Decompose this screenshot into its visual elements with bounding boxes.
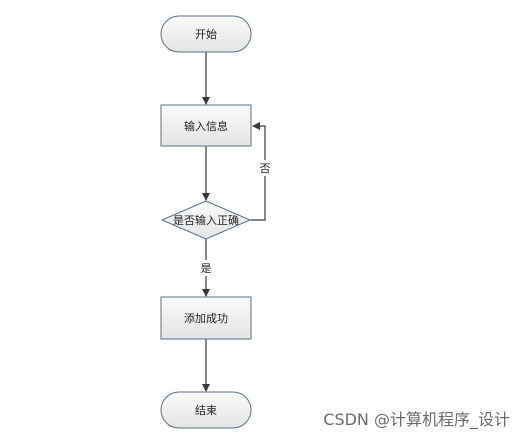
decision-node-label: 是否输入正确: [173, 213, 239, 227]
start-node: 开始: [160, 15, 252, 53]
input-node: 输入信息: [160, 104, 252, 147]
start-node-label: 开始: [195, 27, 217, 41]
end-node-label: 结束: [195, 404, 217, 417]
decision-node: 是否输入正确: [160, 200, 252, 240]
yes-label-bg: [199, 260, 213, 276]
no-label: 否: [260, 162, 271, 175]
no-label-bg: [258, 160, 272, 176]
end-node: 结束: [160, 391, 252, 429]
success-node-label: 添加成功: [184, 311, 228, 325]
yes-label: 是: [201, 262, 212, 275]
success-node: 添加成功: [160, 296, 252, 340]
input-node-label: 输入信息: [184, 119, 228, 133]
csdn-watermark: CSDN @计算机程序_设计: [323, 410, 510, 430]
